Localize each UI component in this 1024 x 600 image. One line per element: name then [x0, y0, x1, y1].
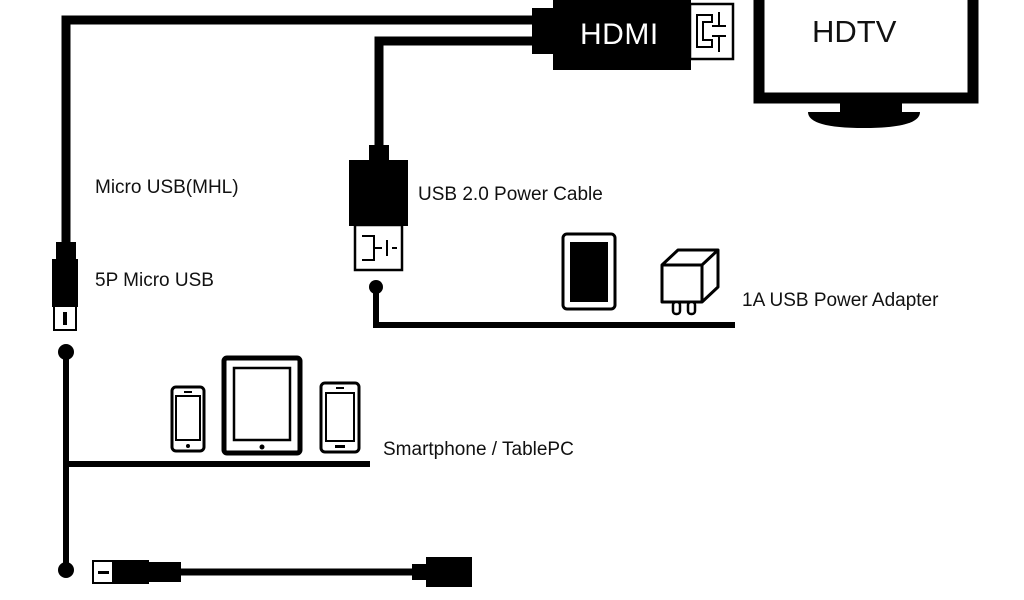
five-pin-micro-usb-label: 5P Micro USB: [95, 270, 214, 291]
power-adapter-line: [373, 287, 735, 328]
micro-usb-extension-cable: [92, 557, 472, 587]
connection-dot-top: [58, 344, 74, 360]
smartphone-icon: [561, 232, 617, 311]
smartphone-tablet-label: Smartphone / TablePC: [383, 439, 574, 460]
hdmi-connector-icon: HDMI: [532, 0, 735, 70]
smartphone-icon: [170, 385, 206, 453]
usb-power-cable-label: USB 2.0 Power Cable: [418, 184, 603, 205]
connection-dot-bottom: [58, 562, 74, 578]
usb-power-cable: [374, 36, 537, 150]
hdtv-label: HDTV: [812, 14, 897, 49]
hdmi-label: HDMI: [580, 18, 659, 51]
power-adapter-label: 1A USB Power Adapter: [742, 290, 939, 311]
wall-adapter-icon: [660, 248, 720, 316]
usb-connector-icon: [349, 145, 408, 272]
tv-icon: HDTV: [753, 0, 979, 128]
tablet-icon: [221, 355, 303, 456]
smartphone-icon: [319, 381, 361, 454]
mhl-cable: [61, 15, 537, 246]
micro-usb-mhl-label: Micro USB(MHL): [95, 177, 239, 198]
micro-usb-connector-icon: [52, 242, 78, 331]
